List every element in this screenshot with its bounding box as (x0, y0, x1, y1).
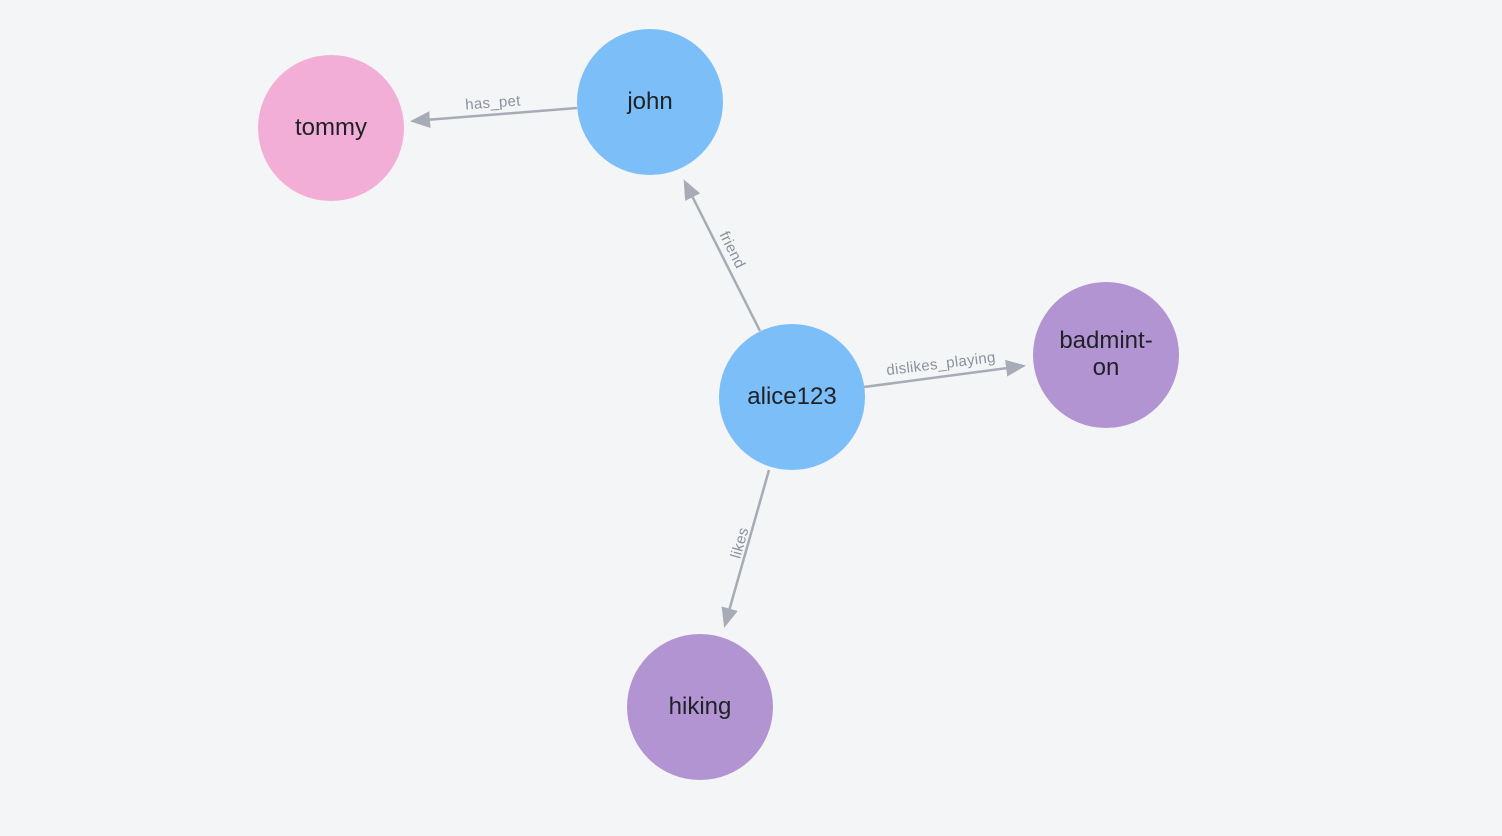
node-john-label: john (627, 87, 673, 115)
node-hiking[interactable]: hiking (627, 634, 773, 780)
node-tommy-label: tommy (295, 113, 367, 141)
node-john[interactable]: john (577, 29, 723, 175)
edge-alice123-hiking[interactable] (721, 469, 771, 628)
node-alice123-label: alice123 (747, 382, 837, 410)
node-badminton-label: badmint- on (1059, 327, 1153, 381)
node-hiking-label: hiking (668, 692, 732, 720)
node-badminton[interactable]: badmint- on (1033, 282, 1179, 428)
node-tommy[interactable]: tommy (258, 55, 404, 201)
edge-alice123-badminton[interactable] (863, 359, 1026, 389)
edge-alice123-john[interactable] (683, 179, 762, 332)
node-alice123[interactable]: alice123 (719, 324, 865, 470)
edge-john-tommy[interactable] (410, 106, 578, 129)
